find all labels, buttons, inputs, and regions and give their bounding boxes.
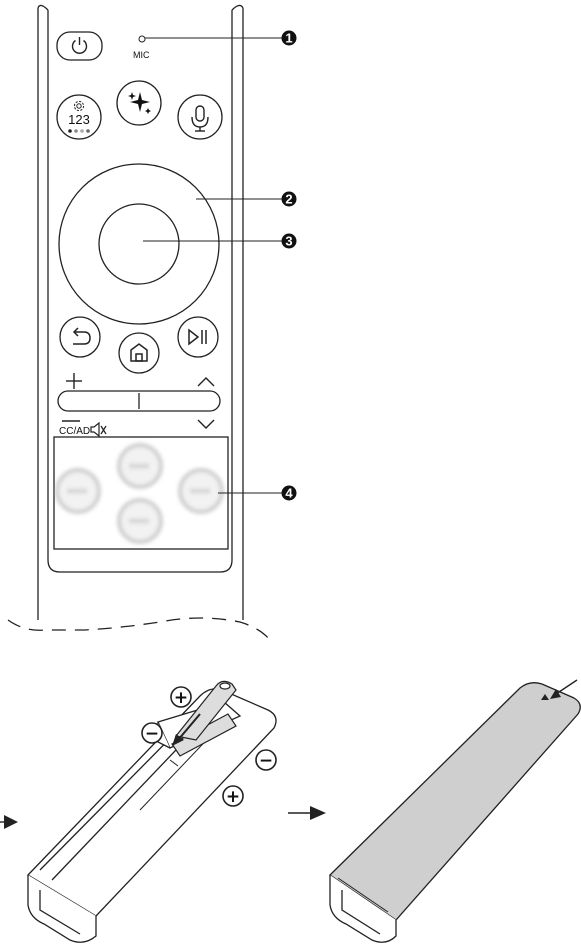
color-dots-icon bbox=[68, 129, 90, 133]
minus-marker-left: − bbox=[141, 722, 163, 744]
svg-text:+: + bbox=[226, 787, 240, 807]
plus-marker-top: + bbox=[170, 686, 192, 708]
number-settings-button[interactable]: 123 bbox=[56, 94, 102, 140]
ai-button[interactable] bbox=[116, 80, 162, 126]
return-arrow-icon bbox=[72, 327, 91, 345]
sparkles-icon bbox=[128, 92, 151, 114]
cut-line bbox=[7, 617, 271, 641]
svg-text:3: 3 bbox=[285, 234, 292, 249]
microphone-icon bbox=[191, 105, 209, 132]
plus-marker-bottom: + bbox=[222, 785, 244, 807]
svg-text:4: 4 bbox=[285, 486, 293, 501]
channel-down-icon bbox=[197, 419, 215, 429]
svg-text:+: + bbox=[174, 688, 188, 708]
cc-ad-label: CC/AD bbox=[59, 426, 90, 437]
play-pause-icon bbox=[188, 328, 207, 346]
remote-closed-cover bbox=[328, 682, 581, 943]
mic-hole bbox=[138, 35, 146, 43]
svg-text:1: 1 bbox=[285, 31, 292, 46]
minus-marker-right: − bbox=[255, 749, 277, 771]
callouts bbox=[143, 37, 283, 494]
home-button[interactable] bbox=[118, 332, 160, 374]
voice-button[interactable] bbox=[177, 94, 223, 140]
select-button[interactable] bbox=[98, 203, 180, 285]
power-icon bbox=[71, 37, 88, 54]
mic-label: MIC bbox=[133, 50, 150, 60]
insert-arrow bbox=[177, 713, 201, 741]
step-arrow-middle bbox=[288, 806, 326, 820]
shortcut-button-top[interactable] bbox=[118, 444, 162, 488]
callout-2: 2 bbox=[281, 191, 297, 207]
number-label: 123 bbox=[68, 112, 90, 127]
remote-open-back bbox=[26, 688, 277, 943]
callout-1: 1 bbox=[281, 30, 297, 46]
svg-text:−: − bbox=[145, 724, 159, 744]
home-icon bbox=[130, 343, 148, 362]
insert-arrowhead bbox=[172, 734, 184, 746]
volume-channel-rocker[interactable] bbox=[57, 390, 221, 412]
back-button[interactable] bbox=[59, 316, 101, 358]
volume-plus-icon bbox=[66, 373, 82, 389]
mute-icon bbox=[90, 421, 107, 438]
press-arrow bbox=[550, 679, 578, 699]
callout-3: 3 bbox=[281, 233, 297, 249]
svg-text:2: 2 bbox=[285, 192, 292, 207]
callout-4: 4 bbox=[281, 485, 297, 501]
play-pause-button[interactable] bbox=[177, 316, 219, 358]
remote-body bbox=[37, 4, 244, 620]
shortcut-button-right[interactable] bbox=[179, 469, 223, 513]
shortcut-button-bottom[interactable] bbox=[118, 499, 162, 543]
step-arrow-left bbox=[0, 815, 18, 829]
svg-text:−: − bbox=[259, 751, 273, 771]
channel-up-icon bbox=[197, 377, 215, 387]
power-button[interactable] bbox=[56, 31, 103, 61]
gear-icon bbox=[73, 100, 85, 112]
cover-release-marker bbox=[541, 694, 549, 700]
shortcut-button-left[interactable] bbox=[56, 469, 100, 513]
